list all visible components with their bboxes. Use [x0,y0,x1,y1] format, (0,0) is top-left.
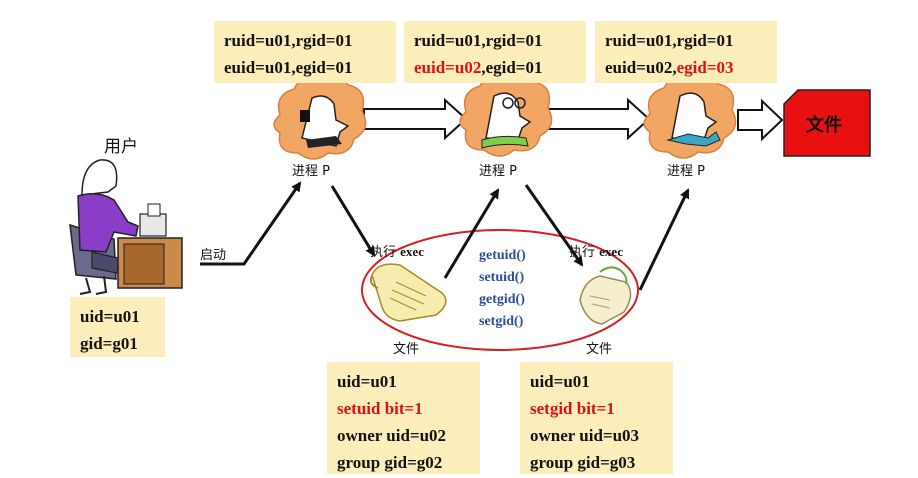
exec-ellipse [361,229,639,351]
user-at-desk-icon [69,159,183,295]
file-box-1-owner: owner uid=u02 [337,426,447,445]
file-box-2-group: group gid=g03 [530,453,636,472]
function-setgid: setgid() [479,314,524,329]
process-box-2-euid: euid=u02,egid=01 [414,58,543,77]
file-box-1-setuid-bit: setuid bit=1 [337,399,423,418]
user-uid: uid=u01 [80,307,140,326]
file-scroll-icon-2 [579,266,632,325]
block-arrow-3 [737,98,784,142]
process-box-1-ruid: ruid=u01,rgid=01 [224,31,353,50]
process-label-2: 进程 P [479,164,517,179]
file-label-1: 文件 [393,342,420,357]
exec-arrow-2-out [638,188,690,291]
file-box-2-owner: owner uid=u03 [530,426,640,445]
block-arrows [363,97,784,142]
process-icon-1 [273,74,367,160]
file-scroll-icon-1 [369,263,447,322]
exec-label-1: 执行 exec [370,244,424,260]
exec-label-2: 执行 exec [569,244,623,260]
file-box-2-setgid-bit: setgid bit=1 [530,399,615,418]
process-icon-3 [643,73,737,159]
process-label-3: 进程 P [667,164,705,179]
function-getgid: getgid() [479,292,525,307]
flow-arrows [200,181,690,291]
highlighted-euid: euid=u02 [414,58,482,77]
process-box-1-euid: euid=u01,egid=01 [224,58,353,77]
process-box-3-euid: euid=u02,egid=03 [605,58,734,77]
file-box-2: uid=u01 setgid bit=1 owner uid=u03 group… [520,362,673,474]
function-list: getuid() setuid() getgid() setgid() [479,245,526,333]
file-label-2: 文件 [586,342,613,357]
process-icon-2 [459,71,553,157]
function-setuid: setuid() [479,270,525,285]
process-box-2: ruid=u01,rgid=01 euid=u02,egid=01 [404,21,586,83]
user-label: 用户 [104,137,138,157]
user-gid: gid=g01 [80,334,138,353]
block-arrow-2 [547,97,651,141]
file-box-1-uid: uid=u01 [337,372,397,391]
exec-arrow-1-in [330,185,376,257]
target-file-label: 文件 [806,115,842,136]
process-box-3: ruid=u01,rgid=01 euid=u02,egid=03 [595,21,777,83]
function-getuid: getuid() [479,248,526,263]
file-box-1-group: group gid=g02 [337,453,443,472]
exec-arrow-2-in [524,184,584,267]
file-box-2-uid: uid=u01 [530,372,590,391]
process-box-2-ruid: ruid=u01,rgid=01 [414,31,543,50]
user-box: uid=u01 gid=g01 [70,297,165,357]
block-arrow-1 [363,97,468,141]
start-label: 启动 [200,248,227,263]
exec-arrow-1-out [443,188,500,279]
process-label-1: 进程 P [292,164,330,179]
highlighted-egid: egid=03 [676,58,734,77]
process-box-3-ruid: ruid=u01,rgid=01 [605,31,734,50]
target-file-icon [783,89,871,157]
start-arrow [200,181,302,266]
file-box-1: uid=u01 setuid bit=1 owner uid=u02 group… [327,362,480,474]
process-box-1: ruid=u01,rgid=01 euid=u01,egid=01 [214,21,396,83]
